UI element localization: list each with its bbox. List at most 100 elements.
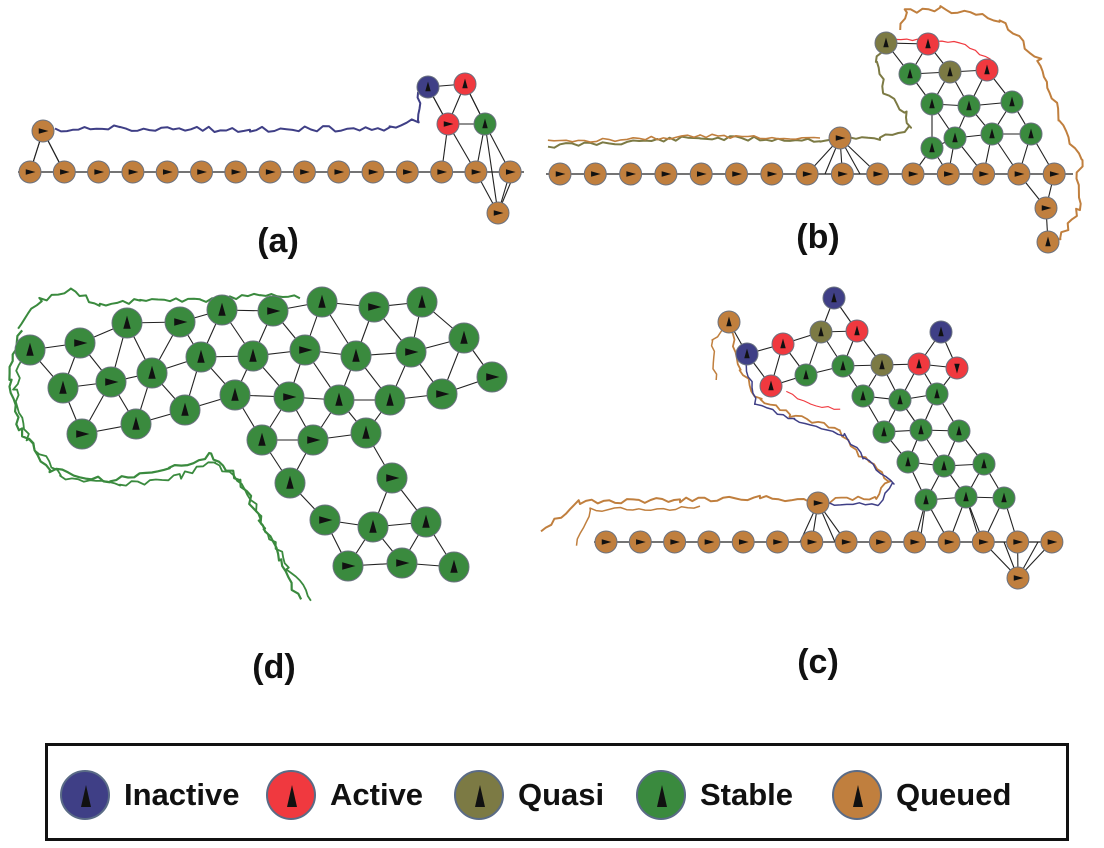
heading-arrow-icon xyxy=(128,169,139,175)
quasi-robot-node xyxy=(874,31,898,55)
stable-robot-node xyxy=(274,467,306,499)
queued-robot-node xyxy=(1006,566,1030,590)
heading-arrow-icon xyxy=(132,416,140,430)
inactive-robot-node xyxy=(416,75,440,99)
queued-robot-node xyxy=(717,310,741,334)
queued-robot-node xyxy=(830,162,854,186)
quasi-robot-node xyxy=(870,353,894,377)
active-robot-node xyxy=(771,332,795,356)
heading-arrow-icon xyxy=(148,365,156,379)
queued-robot-node xyxy=(760,162,784,186)
heading-arrow-icon xyxy=(450,559,458,573)
heading-arrow-icon xyxy=(979,171,990,177)
active-robot-node xyxy=(916,32,940,56)
heading-arrow-icon xyxy=(318,294,326,308)
heading-arrow-icon xyxy=(60,169,70,175)
stable-robot-node xyxy=(992,486,1016,510)
stable-robot-node xyxy=(794,363,818,387)
stable-robot-node xyxy=(376,462,408,494)
heading-arrow-icon xyxy=(342,562,356,570)
heading-arrow-icon xyxy=(231,169,242,175)
heading-arrow-icon xyxy=(854,325,860,336)
heading-arrow-icon xyxy=(954,363,960,374)
stable-robot-node xyxy=(14,334,46,366)
active-robot-node xyxy=(845,319,869,343)
heading-arrow-icon xyxy=(436,390,450,398)
legend-item-stable: Stable xyxy=(636,768,793,822)
heading-arrow-icon xyxy=(25,169,36,175)
stable-robot-node xyxy=(386,547,418,579)
stable-robot-node xyxy=(909,418,933,442)
legend: Inactive Active Quasi Stable Queued xyxy=(45,743,1069,841)
heading-arrow-icon xyxy=(835,135,846,141)
legend-label-queued: Queued xyxy=(896,777,1012,812)
quasi-swatch-icon xyxy=(454,770,504,820)
heading-arrow-icon xyxy=(352,348,360,362)
queued-robot-node xyxy=(868,530,892,554)
heading-arrow-icon xyxy=(1028,128,1034,139)
trajectory-path xyxy=(547,43,912,149)
heading-arrow-icon xyxy=(923,494,929,505)
heading-arrow-icon xyxy=(425,81,431,92)
trajectory-path xyxy=(12,340,312,602)
queued-robot-node xyxy=(1034,196,1058,220)
heading-arrow-icon xyxy=(818,326,824,337)
heading-arrow-icon xyxy=(493,210,504,216)
stable-robot-node xyxy=(64,327,96,359)
queued-robot-node xyxy=(1040,530,1064,554)
heading-arrow-icon xyxy=(197,169,207,175)
heading-arrow-icon xyxy=(1009,96,1015,107)
heading-arrow-icon xyxy=(981,458,987,469)
panel-d-graph xyxy=(8,286,508,602)
heading-arrow-icon xyxy=(38,128,49,134)
panel-c-label: (c) xyxy=(797,643,839,681)
panel-b-graph xyxy=(546,5,1084,254)
heading-arrow-icon xyxy=(841,539,852,545)
queued-robot-node xyxy=(689,162,713,186)
queued-robot-node xyxy=(1042,162,1066,186)
panel-b-label: (b) xyxy=(796,218,840,256)
queued-robot-node xyxy=(430,160,454,184)
heading-arrow-icon xyxy=(505,169,516,175)
heading-arrow-icon xyxy=(661,171,672,177)
heading-arrow-icon xyxy=(1041,205,1052,211)
stable-robot-node xyxy=(872,420,896,444)
heading-arrow-icon xyxy=(860,390,866,401)
heading-arrow-icon xyxy=(908,171,919,177)
heading-arrow-icon xyxy=(696,171,707,177)
stable-robot-node xyxy=(395,336,427,368)
active-robot-node xyxy=(436,112,460,136)
stable-robot-node xyxy=(95,366,127,398)
stable-robot-node xyxy=(896,450,920,474)
heading-arrow-icon xyxy=(966,100,972,111)
legend-label-quasi: Quasi xyxy=(518,777,605,812)
stable-robot-node xyxy=(306,286,338,318)
heading-arrow-icon xyxy=(704,539,715,545)
heading-arrow-icon xyxy=(462,78,468,89)
heading-arrow-icon xyxy=(840,360,846,371)
trajectory-path xyxy=(743,359,895,507)
stable-robot-node xyxy=(914,488,938,512)
heading-arrow-icon xyxy=(299,346,313,354)
heading-arrow-icon xyxy=(780,338,786,349)
heading-arrow-icon xyxy=(231,387,239,401)
queued-robot-node xyxy=(292,160,316,184)
active-robot-node xyxy=(945,356,969,380)
heading-arrow-icon xyxy=(396,559,410,567)
trajectory-path xyxy=(17,287,301,330)
stable-robot-node xyxy=(136,357,168,389)
heading-arrow-icon xyxy=(636,539,646,545)
stable-robot-node xyxy=(898,62,922,86)
queued-robot-node xyxy=(1006,530,1030,554)
trajectory-path xyxy=(786,390,841,410)
queued-robot-node xyxy=(903,530,927,554)
inactive-robot-node xyxy=(822,286,846,310)
legend-item-quasi: Quasi xyxy=(454,768,604,822)
heading-arrow-icon xyxy=(26,342,34,356)
heading-arrow-icon xyxy=(437,169,448,175)
heading-arrow-icon xyxy=(879,359,885,370)
heading-arrow-icon xyxy=(368,169,379,175)
heading-arrow-icon xyxy=(768,380,774,391)
heading-arrow-icon xyxy=(319,516,333,524)
